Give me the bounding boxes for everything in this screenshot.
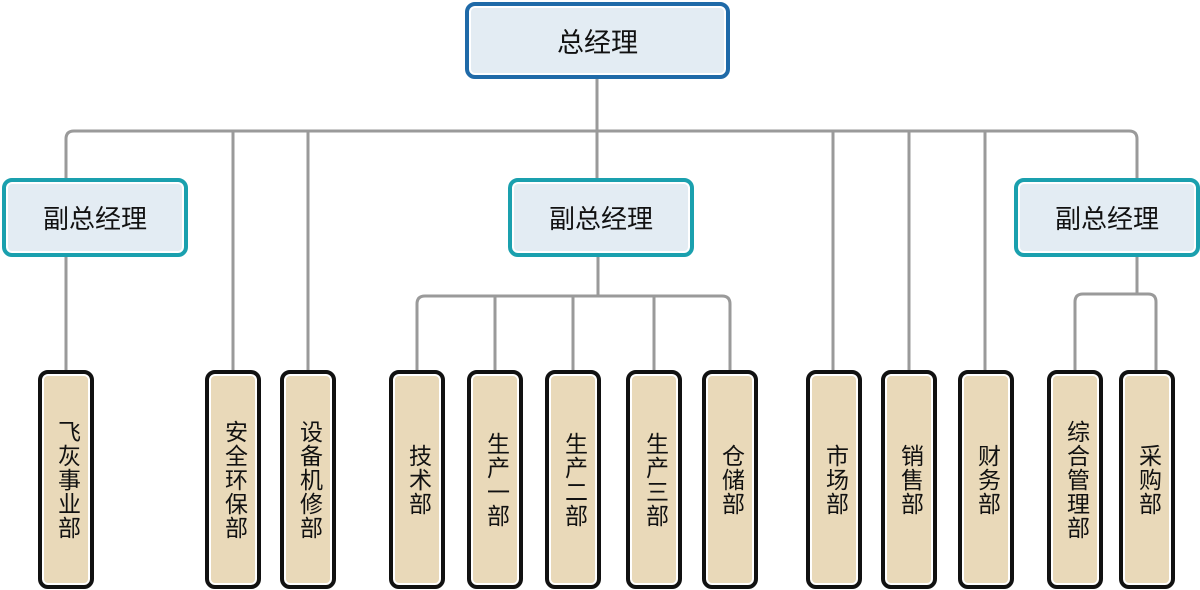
department-label: 采购部 (1134, 443, 1161, 516)
department-label: 设备机修部 (295, 419, 322, 540)
department-label: 市场部 (821, 443, 848, 516)
department-node-production-3: 生产三部 (626, 370, 682, 589)
general-manager-label: 总经理 (557, 28, 638, 59)
department-label: 生产二部 (560, 431, 587, 528)
department-node-production-2: 生产二部 (545, 370, 601, 589)
department-node-flyash: 飞灰事业部 (38, 370, 94, 589)
department-node-general-admin: 综合管理部 (1047, 370, 1103, 589)
department-label: 生产一部 (482, 431, 509, 528)
vice-president-node-right: 副总经理 (1014, 178, 1200, 257)
department-node-sales: 销售部 (881, 370, 937, 589)
department-node-warehouse: 仓储部 (702, 370, 758, 589)
department-label: 仓储部 (717, 443, 744, 516)
department-label: 技术部 (404, 443, 431, 516)
department-node-finance: 财务部 (958, 370, 1014, 589)
vice-president-node-left: 副总经理 (2, 178, 188, 257)
department-label: 飞灰事业部 (53, 419, 80, 540)
vice-president-label: 副总经理 (1054, 205, 1159, 235)
connector-main-bar (64, 129, 1139, 178)
department-node-equipment: 设备机修部 (280, 370, 336, 589)
vice-president-node-center: 副总经理 (508, 178, 694, 257)
department-label: 综合管理部 (1062, 419, 1089, 540)
department-label: 生产三部 (641, 431, 668, 528)
department-label: 财务部 (973, 443, 1000, 516)
department-node-safety-env: 安全环保部 (205, 370, 261, 589)
vice-president-label: 副总经理 (548, 205, 653, 235)
vice-president-label: 副总经理 (42, 205, 147, 235)
general-manager-node: 总经理 (465, 2, 730, 79)
department-node-technology: 技术部 (389, 370, 445, 589)
connector-right-bar (1073, 292, 1158, 370)
department-label: 销售部 (896, 443, 923, 516)
department-node-procurement: 采购部 (1119, 370, 1175, 589)
department-node-production-1: 生产一部 (467, 370, 523, 589)
department-node-market: 市场部 (806, 370, 862, 589)
department-label: 安全环保部 (220, 419, 247, 540)
